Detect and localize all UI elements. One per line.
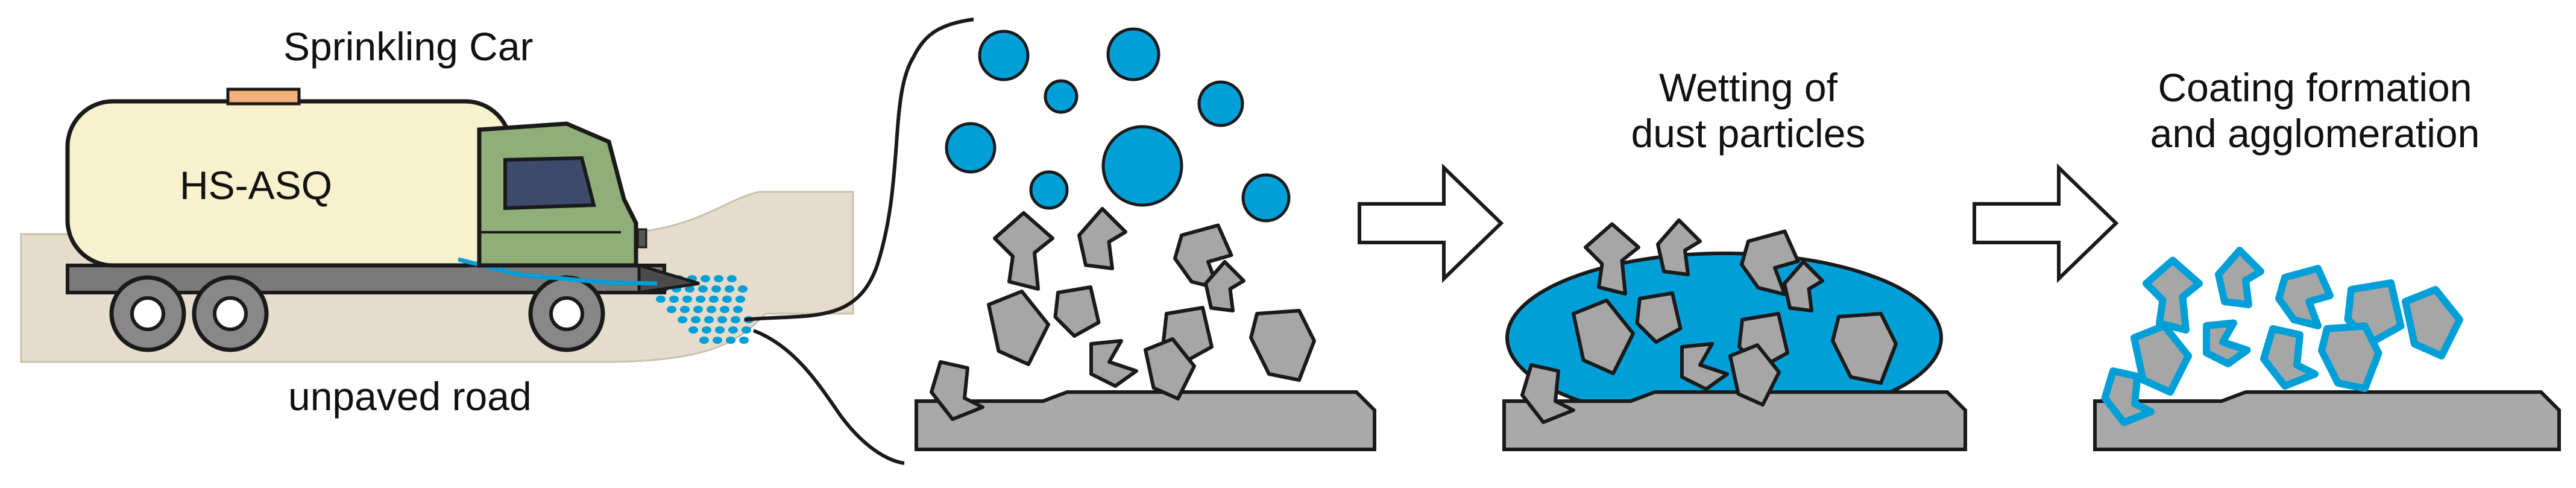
spray-drop <box>739 337 749 344</box>
dust-particle <box>1144 337 1196 401</box>
water-droplet <box>945 122 997 174</box>
dust-particle <box>1520 363 1575 424</box>
water-droplet <box>1197 80 1244 127</box>
spray-drop <box>682 296 692 303</box>
ground-slab <box>1502 390 1967 451</box>
dust-particle <box>1572 299 1635 375</box>
wheel-hub-icon <box>130 296 165 331</box>
water-droplet <box>978 30 1030 81</box>
truck-wheels <box>109 275 605 352</box>
stage2-caption-line1: Wetting of <box>1659 65 1838 110</box>
spray-drop <box>709 296 719 303</box>
dust-particle <box>1656 218 1702 276</box>
spray-drop <box>731 316 740 323</box>
dust-particle <box>1089 339 1138 388</box>
dust-particle <box>1053 285 1101 338</box>
tank-label: HS-ASQ <box>180 163 333 208</box>
spray-drop <box>711 285 721 293</box>
stage3-caption-line2: and agglomeration <box>2150 110 2480 156</box>
dust-particle <box>930 360 984 421</box>
spray-drop <box>693 306 703 313</box>
spray-drop <box>735 296 745 303</box>
dust-particles-wetted <box>1520 218 1898 424</box>
spray-drop <box>738 285 748 293</box>
coated-dust-particle <box>2402 286 2463 360</box>
dust-particle <box>993 211 1054 291</box>
spray-drop <box>713 337 722 344</box>
spray-drop <box>688 326 698 334</box>
spray-drop <box>685 285 694 293</box>
spray-drop <box>691 316 701 323</box>
spray-drop <box>702 326 711 334</box>
arrow-icon <box>1358 163 1504 284</box>
spray-drop <box>728 326 738 334</box>
water-droplet <box>1101 125 1183 207</box>
dust-particle <box>1740 229 1800 296</box>
spray-drop <box>680 306 690 313</box>
spray-drop <box>699 337 709 344</box>
coated-dust-particle <box>2260 325 2319 390</box>
ground-slab-2 <box>1502 390 1967 451</box>
stage2-caption: Wetting of dust particles <box>1604 65 1893 157</box>
spray-drop <box>726 337 735 344</box>
zoom-connector-lines <box>744 17 974 465</box>
dust-particles-dry <box>930 207 1316 421</box>
dust-particle <box>1635 291 1683 344</box>
coated-dust-particle <box>2215 247 2264 308</box>
spray-drop <box>698 285 708 293</box>
dust-particle <box>1204 260 1245 312</box>
spray-drop <box>707 306 716 313</box>
spray-drop <box>715 326 725 334</box>
dust-particle <box>1584 222 1640 296</box>
coated-dust-particle <box>2318 322 2382 392</box>
stage3-caption: Coating formation and agglomeration <box>2086 65 2544 157</box>
dust-particle <box>1077 207 1127 270</box>
water-droplet <box>1044 79 1079 114</box>
wheel-hub-icon <box>549 296 584 331</box>
spray-drop <box>722 296 732 303</box>
truck-cab <box>477 121 647 268</box>
spray-drop <box>714 275 723 282</box>
spray-drop <box>725 285 734 293</box>
spray-drop <box>742 326 751 334</box>
spray-drop <box>678 316 687 323</box>
spray-drop <box>667 306 676 313</box>
road-label: unpaved road <box>288 374 532 419</box>
dust-particle <box>987 290 1050 366</box>
spray-drop <box>669 296 679 303</box>
wheel-hub-icon <box>213 296 248 331</box>
spray-drop <box>733 306 743 313</box>
vehicle-label: Sprinkling Car <box>283 24 534 69</box>
arrow-icon <box>1973 163 2119 284</box>
falling-water-droplets <box>945 27 1291 223</box>
dust-particles-coated <box>2101 247 2463 426</box>
ground-slab <box>2093 390 2561 451</box>
dust-particle <box>1680 342 1729 391</box>
water-droplet <box>1029 170 1069 210</box>
coated-dust-particle <box>2130 322 2192 396</box>
spray-drop <box>727 275 737 282</box>
spray-drop <box>701 275 710 282</box>
spray-drop <box>696 296 705 303</box>
dust-particle <box>1831 312 1898 385</box>
coated-dust-particle <box>2143 256 2203 334</box>
dust-particle <box>1783 260 1824 312</box>
ground-slab <box>915 390 1376 451</box>
spray-drop <box>720 306 729 313</box>
spray-drop <box>717 316 727 323</box>
spray-drop <box>656 296 666 303</box>
dust-particle <box>1249 309 1316 382</box>
dust-particle <box>1728 343 1781 407</box>
coated-dust-particle <box>2275 265 2334 329</box>
ground-slab-1 <box>915 390 1376 451</box>
stage3-caption-line1: Coating formation <box>2158 65 2472 110</box>
spray-drop <box>704 316 714 323</box>
water-droplet <box>1241 173 1291 223</box>
water-droplet <box>1106 27 1160 81</box>
ground-slab-3 <box>2093 390 2561 451</box>
coated-dust-particle <box>2101 367 2155 426</box>
coated-dust-particle <box>2203 319 2251 367</box>
stage2-caption-line2: dust particles <box>1631 110 1866 156</box>
